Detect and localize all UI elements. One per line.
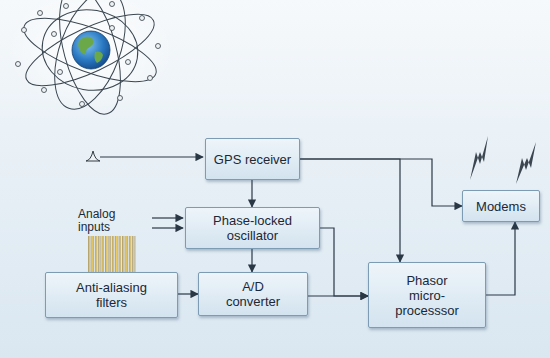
- box-label: A/D converter: [223, 279, 283, 309]
- box-label: GPS receiver: [214, 152, 291, 167]
- signal-arrow: [178, 293, 198, 294]
- process-box: Phasor micro- processsor: [368, 262, 486, 328]
- signal-arrow: [486, 222, 515, 295]
- signal-arrow: [251, 249, 252, 272]
- process-box: Anti-aliasing filters: [45, 272, 178, 318]
- process-box: GPS receiver: [205, 138, 300, 180]
- signal-label: Analog inputs: [78, 208, 148, 234]
- box-label: Phase-locked oscillator: [203, 213, 303, 243]
- signal-arrow: [308, 295, 368, 296]
- box-label: Modems: [476, 199, 526, 214]
- signal-arrow: [251, 180, 252, 207]
- box-label: Phasor micro- processsor: [388, 273, 466, 318]
- process-box: Modems: [462, 190, 540, 222]
- process-box: Phase-locked oscillator: [185, 207, 320, 249]
- signal-arrow: [300, 159, 462, 206]
- signal-arrow: [320, 228, 368, 296]
- process-box: A/D converter: [198, 272, 308, 316]
- box-label: Anti-aliasing filters: [62, 280, 162, 310]
